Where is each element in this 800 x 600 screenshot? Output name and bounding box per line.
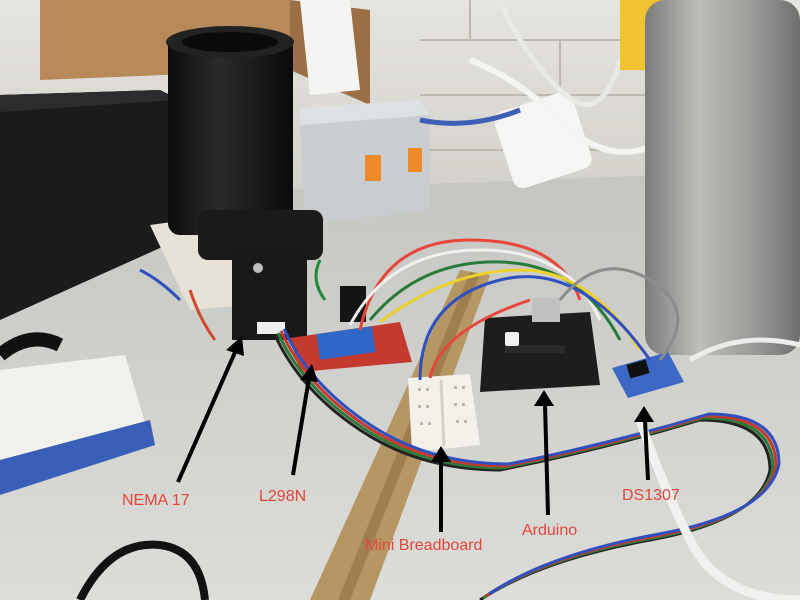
label-arduino: Arduino (522, 522, 578, 539)
motor-connector (257, 322, 285, 334)
jumper-wires (139, 238, 680, 381)
black-device (0, 90, 200, 320)
arrow-l298n (291, 377, 311, 476)
breadboard-label-strip (0, 420, 155, 495)
arrowhead-ds1307 (634, 406, 654, 422)
l298n-module (316, 326, 376, 360)
annotation-arrows (176, 336, 654, 532)
nema17-tube (168, 35, 293, 235)
ds1307-board (612, 352, 684, 398)
power-adapter (494, 91, 592, 189)
arrowhead-nema17 (226, 336, 244, 356)
arrow-ds1307 (643, 419, 650, 481)
paper-stack (300, 0, 360, 95)
arrow-nema17 (176, 349, 238, 483)
steel-bottle (645, 0, 800, 355)
arduino-usb-port (532, 298, 560, 322)
motor-screw (253, 263, 263, 273)
arrow-arduino (543, 403, 550, 516)
label-nema17: NEMA 17 (122, 492, 190, 509)
white-cable-right (635, 418, 800, 600)
arrowhead-arduino (534, 390, 554, 406)
tube-collar (198, 210, 323, 260)
arrowhead-mini-breadboard (431, 446, 451, 462)
orange-clip-right (408, 148, 422, 172)
motor-ribbon-cable (273, 328, 781, 600)
label-mini-breadboard: Mini Breadboard (365, 537, 483, 554)
arrowhead-l298n (300, 364, 318, 382)
label-l298n: L298N (259, 488, 307, 505)
black-cable (76, 540, 209, 600)
label-ds1307: DS1307 (622, 487, 680, 504)
orange-clip-left (365, 155, 381, 181)
